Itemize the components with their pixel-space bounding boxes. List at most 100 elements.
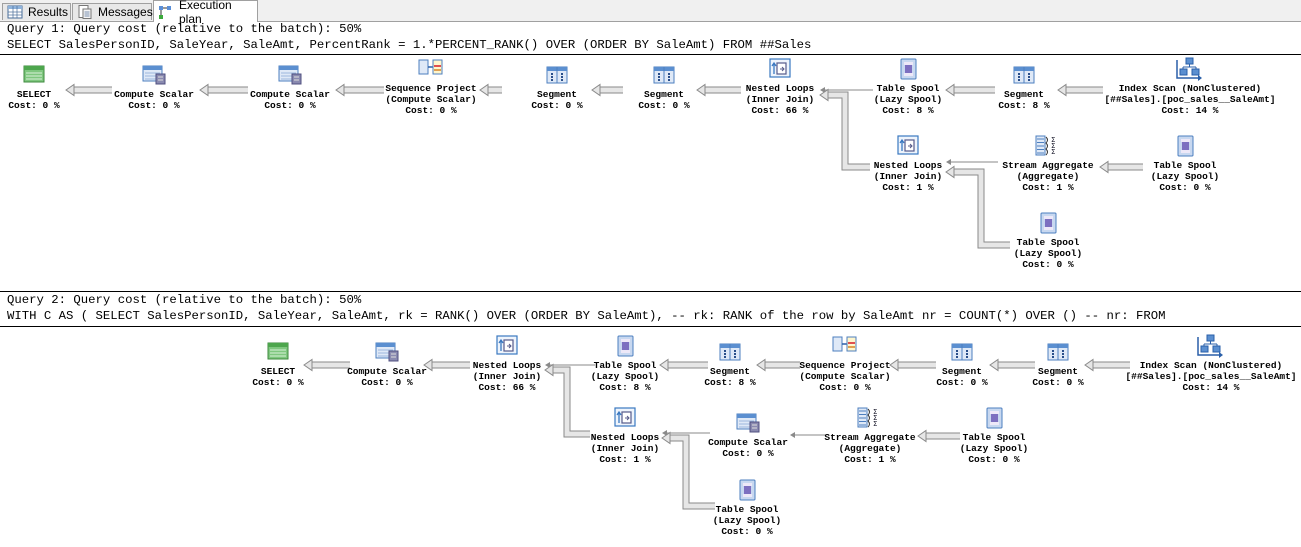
- data-flow-arrow-thin: [820, 87, 873, 93]
- query1-sql-text: SELECT SalesPersonID, SaleYear, SaleAmt,…: [7, 38, 812, 52]
- execution-plan-icon: [158, 5, 174, 19]
- tab-execution-plan[interactable]: Execution plan: [153, 0, 258, 26]
- data-flow-arrow-thin: [946, 159, 998, 165]
- nested-loops-icon: [614, 407, 636, 427]
- data-flow-arrow-thin: [545, 362, 595, 368]
- plan-operator-q1-nl2[interactable]: Nested Loops(Inner Join)Cost: 1 %: [874, 135, 943, 193]
- segment-icon: [1013, 66, 1035, 84]
- table-spool-icon: [617, 335, 634, 357]
- query1-cost-header: Query 1: Query cost (relative to the bat…: [7, 22, 362, 36]
- plan-operator-q1-ts3[interactable]: Table Spool(Lazy Spool)Cost: 0 %: [1014, 212, 1082, 270]
- nested-loops-icon: [897, 135, 919, 155]
- stream-aggregate-icon: ΣΣΣ: [857, 407, 877, 428]
- index-scan-icon: [1197, 334, 1223, 358]
- tab-results-label: Results: [28, 5, 69, 19]
- plan-operator-q2-ts3[interactable]: Table Spool(Lazy Spool)Cost: 0 %: [713, 479, 781, 537]
- operator-label-line: Stream Aggregate: [824, 432, 916, 443]
- svg-text:Σ: Σ: [873, 420, 877, 428]
- tab-results[interactable]: Results: [2, 3, 71, 20]
- data-flow-arrow: [1084, 358, 1130, 372]
- operator-label-line: Cost: 0 %: [361, 377, 413, 388]
- data-flow-arrow: [591, 83, 623, 97]
- operator-label-line: Cost: 14 %: [1182, 382, 1239, 393]
- plan-operator-q1-seqproj[interactable]: Sequence Project(Compute Scalar)Cost: 0 …: [385, 59, 477, 116]
- plan-operator-q2-ts2[interactable]: Table Spool(Lazy Spool)Cost: 0 %: [960, 407, 1028, 465]
- operator-label-line: Cost: 8 %: [599, 382, 651, 393]
- operator-label-line: Cost: 1 %: [1022, 182, 1074, 193]
- query2-sql-text: WITH C AS ( SELECT SalesPersonID, SaleYe…: [7, 309, 1166, 323]
- operator-label-line: Segment: [644, 89, 684, 100]
- operator-label-line: Sequence Project: [799, 360, 890, 371]
- operator-label-line: Cost: 8 %: [882, 105, 934, 116]
- plan-operator-q2-ts1[interactable]: Table Spool(Lazy Spool)Cost: 8 %: [591, 335, 659, 393]
- data-flow-arrow: [659, 358, 708, 372]
- data-flow-arrow: [65, 83, 112, 97]
- operator-label-line: Segment: [942, 366, 982, 377]
- operator-label-line: Cost: 0 %: [1159, 182, 1211, 193]
- plan-operator-q2-nl2[interactable]: Nested Loops(Inner Join)Cost: 1 %: [591, 407, 660, 465]
- plan-operator-q2-seqproj[interactable]: Sequence Project(Compute Scalar)Cost: 0 …: [799, 336, 891, 393]
- data-flow-arrow: [661, 431, 715, 510]
- operator-label-line: Cost: 8 %: [998, 100, 1050, 111]
- sequence-project-icon: [832, 336, 857, 352]
- operator-label-line: Cost: 0 %: [8, 100, 60, 111]
- operator-label-line: (Aggregate): [839, 443, 902, 454]
- operator-label-line: Cost: 8 %: [704, 377, 756, 388]
- compute-scalar-icon: [142, 65, 166, 85]
- index-scan-icon: [1176, 57, 1202, 81]
- data-flow-arrow: [917, 429, 960, 443]
- segment-icon: [653, 66, 675, 84]
- plan-operator-q2-iscan[interactable]: Index Scan (NonClustered)[##Sales].[poc_…: [1125, 334, 1297, 393]
- table-spool-icon: [900, 58, 917, 80]
- operator-label-line: Table Spool: [877, 83, 940, 94]
- operator-label-line: Cost: 0 %: [405, 105, 457, 116]
- data-flow-arrow: [696, 83, 741, 97]
- operator-label-line: Segment: [1004, 89, 1044, 100]
- tab-messages[interactable]: Messages: [72, 3, 153, 20]
- plan-operator-q1-iscan[interactable]: Index Scan (NonClustered)[##Sales].[poc_…: [1104, 57, 1276, 116]
- operator-label-line: Cost: 0 %: [968, 454, 1020, 465]
- operator-label-line: [##Sales].[poc_sales__SaleAmt]: [1104, 94, 1275, 105]
- data-flow-arrow: [423, 358, 470, 372]
- plan-operator-q1-ts1[interactable]: Table Spool(Lazy Spool)Cost: 8 %: [874, 58, 942, 116]
- data-flow-arrow-thin: [662, 430, 710, 436]
- nested-loops-icon: [769, 58, 791, 78]
- table-spool-icon: [739, 479, 756, 501]
- operator-label-line: Nested Loops: [473, 360, 542, 371]
- operator-label-line: Sequence Project: [385, 83, 476, 94]
- table-spool-icon: [1177, 135, 1194, 157]
- select-icon: [267, 342, 289, 360]
- svg-text:Σ: Σ: [873, 408, 877, 416]
- plan-operator-q1-nl1[interactable]: Nested Loops(Inner Join)Cost: 66 %: [746, 58, 815, 116]
- operator-label-line: Cost: 0 %: [531, 100, 583, 111]
- plan-operator-q2-nl1[interactable]: Nested Loops(Inner Join)Cost: 66 %: [473, 335, 542, 393]
- operator-label-line: (Lazy Spool): [591, 371, 659, 382]
- data-flow-arrow: [199, 83, 248, 97]
- data-flow-arrow: [889, 358, 936, 372]
- operator-label-line: Compute Scalar: [114, 89, 194, 100]
- plan-operator-q1-ts2[interactable]: Table Spool(Lazy Spool)Cost: 0 %: [1151, 135, 1219, 193]
- operator-label-line: (Lazy Spool): [960, 443, 1028, 454]
- compute-scalar-icon: [278, 65, 302, 85]
- operator-label-line: SELECT: [261, 366, 296, 377]
- data-flow-arrow: [945, 165, 1010, 249]
- tab-messages-label: Messages: [98, 5, 153, 19]
- data-flow-arrow: [335, 83, 384, 97]
- data-flow-arrow: [756, 358, 800, 372]
- operator-label-line: Segment: [710, 366, 750, 377]
